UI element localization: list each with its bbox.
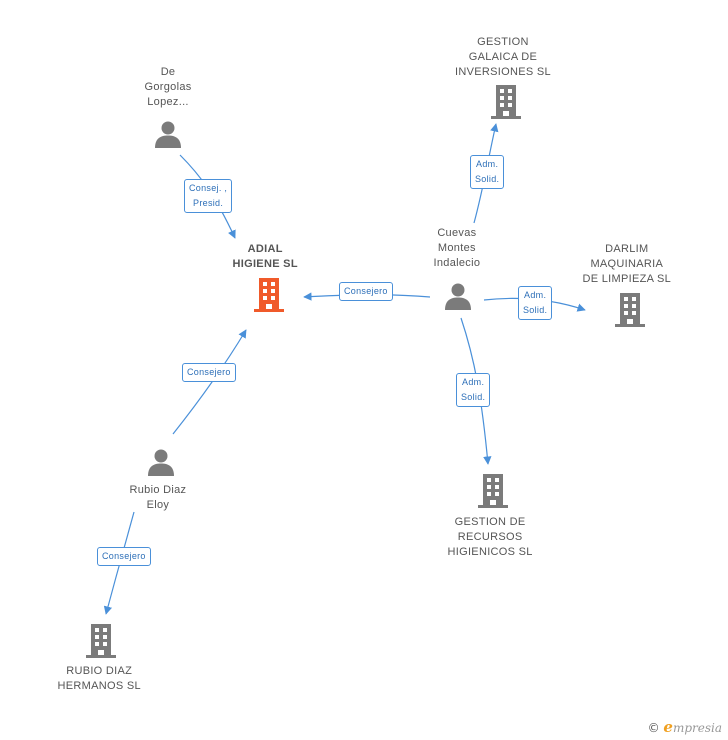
relation-label-line: Adm. xyxy=(462,377,485,387)
empresia-logo[interactable]: empresia xyxy=(663,718,722,736)
node-label-line: HIGIENE SL xyxy=(232,258,298,270)
person-icon[interactable] xyxy=(445,283,471,311)
node-label-line: MAQUINARIA xyxy=(590,258,664,270)
relation-label[interactable]: Adm. Solid. xyxy=(470,155,505,189)
person-icon[interactable] xyxy=(148,449,174,477)
relation-label-line: Adm. xyxy=(476,159,499,169)
relation-label[interactable]: Consej. , Presid. xyxy=(184,179,233,213)
building-icon[interactable] xyxy=(254,278,284,312)
relation-label-line: Presid. xyxy=(193,198,224,208)
node-label-line: HIGIENICOS SL xyxy=(447,546,533,558)
icons-layer xyxy=(86,85,645,658)
relation-label[interactable]: Consejero xyxy=(182,362,236,382)
relation-label[interactable]: Consejero xyxy=(339,281,393,301)
node-label-line: Rubio Diaz xyxy=(129,484,187,496)
node-label-line: Lopez... xyxy=(147,96,189,108)
relation-label-line: Consejero xyxy=(102,550,146,561)
relation-label-line: Solid. xyxy=(461,392,486,402)
relation-label-line: Consejero xyxy=(187,366,231,377)
node-label-rubio-hermanos[interactable]: RUBIO DIAZ HERMANOS SL xyxy=(58,664,141,694)
copyright-footer: © empresia xyxy=(648,718,722,736)
node-label-line: De xyxy=(160,66,176,78)
node-label-adial[interactable]: ADIAL HIGIENE SL xyxy=(233,242,298,272)
building-icon[interactable] xyxy=(86,624,116,658)
node-label-gestion-galaica[interactable]: GESTION GALAICA DE INVERSIONES SL xyxy=(455,35,551,80)
copyright-icon: © xyxy=(647,721,660,735)
relation-label-line: Consejero xyxy=(344,285,388,296)
node-label-line: GALAICA DE xyxy=(468,51,538,63)
relation-label-line: Adm. xyxy=(524,290,547,300)
edge-rubio_eloy-to-adial xyxy=(172,329,247,435)
node-label-darlim[interactable]: DARLIM MAQUINARIA DE LIMPIEZA SL xyxy=(583,242,672,287)
building-icon[interactable] xyxy=(478,474,508,508)
node-label-line: Indalecio xyxy=(433,257,481,269)
person-icon[interactable] xyxy=(155,121,181,149)
node-label-line: Gorgolas xyxy=(144,81,192,93)
relation-label[interactable]: Adm. Solid. xyxy=(456,373,491,407)
relation-label-line: Consej. , xyxy=(189,183,228,193)
building-icon[interactable] xyxy=(491,85,521,119)
node-label-line: DE LIMPIEZA SL xyxy=(582,273,672,285)
node-label-line: RECURSOS xyxy=(457,531,523,543)
building-icon[interactable] xyxy=(615,293,645,327)
node-label-line: Cuevas xyxy=(437,227,477,239)
node-label-line: HERMANOS SL xyxy=(57,680,141,692)
node-label-line: Montes xyxy=(437,242,476,254)
relation-label[interactable]: Consejero xyxy=(97,546,151,566)
node-label-line: ADIAL xyxy=(247,243,283,255)
node-label-line: DARLIM xyxy=(605,243,649,255)
node-label-line: INVERSIONES SL xyxy=(455,66,551,78)
node-label-line: GESTION xyxy=(477,36,529,48)
relation-label-line: Solid. xyxy=(475,174,500,184)
node-label-line: RUBIO DIAZ xyxy=(66,665,133,677)
relation-label-line: Solid. xyxy=(523,305,548,315)
node-label-line: Eloy xyxy=(146,499,170,511)
node-label-gestion-recursos[interactable]: GESTION DE RECURSOS HIGIENICOS SL xyxy=(448,515,533,560)
relation-label[interactable]: Adm. Solid. xyxy=(518,286,553,320)
node-label-line: GESTION DE xyxy=(454,516,526,528)
